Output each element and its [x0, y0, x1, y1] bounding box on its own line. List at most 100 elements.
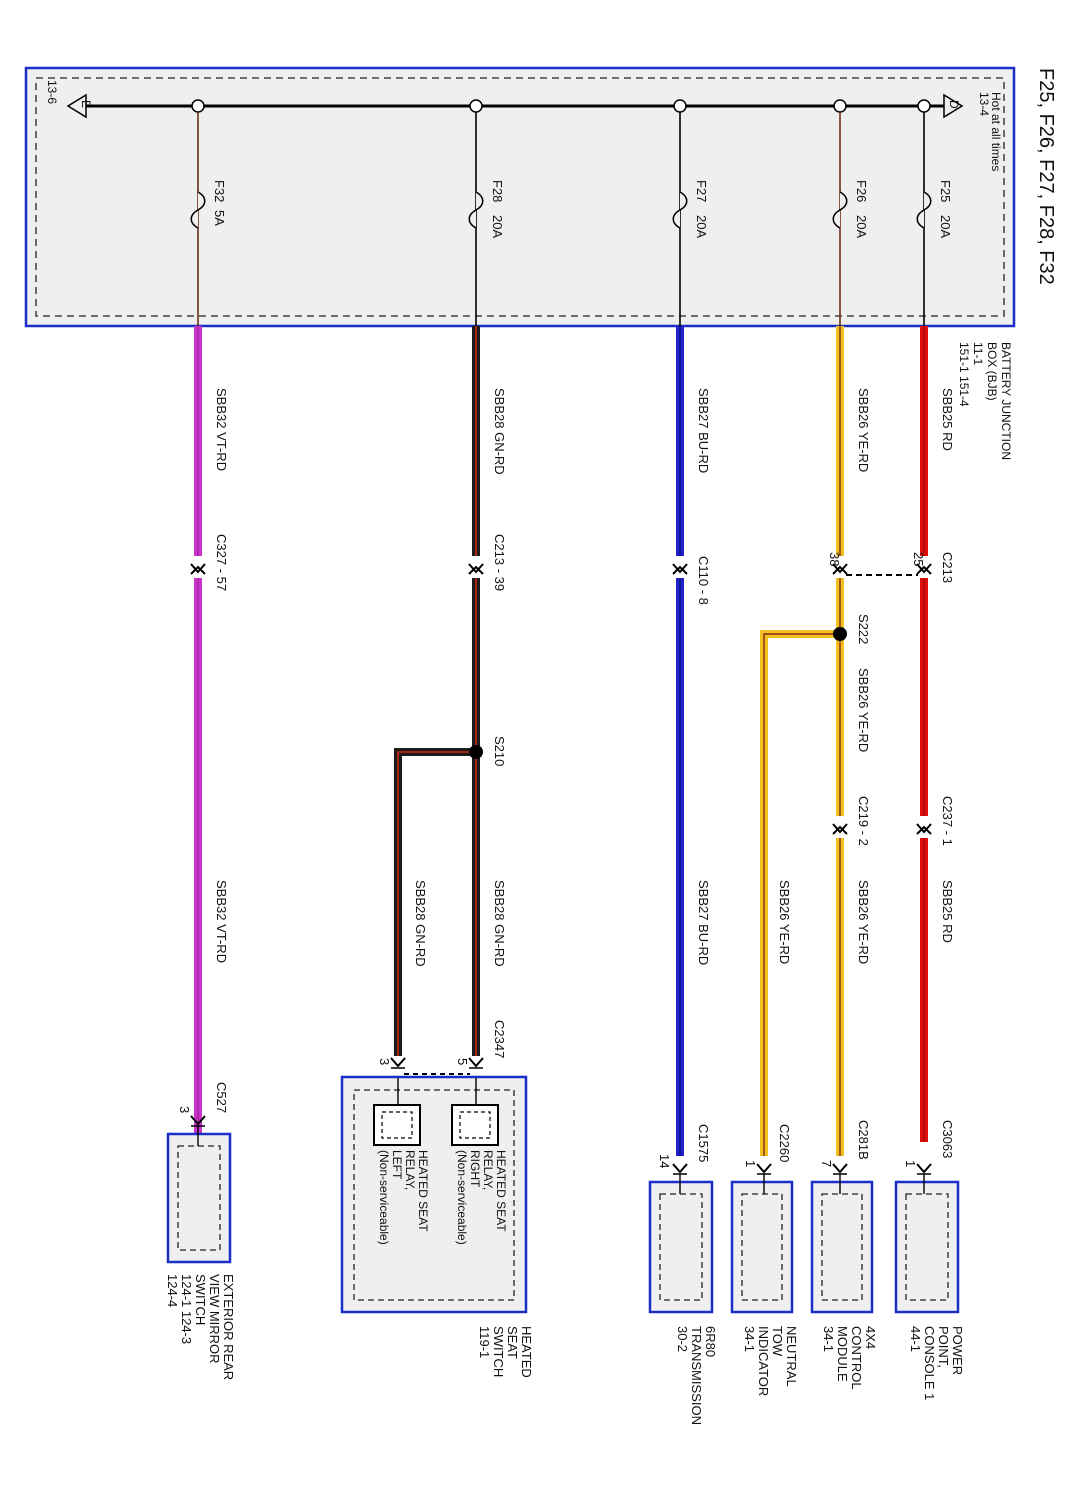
svg-text:4X4: 4X4 [863, 1326, 878, 1349]
wire-label: SBB32 VT-RD [214, 388, 229, 471]
connector-c281b-pin: 7 [819, 1160, 834, 1167]
svg-text:34-1: 34-1 [821, 1326, 836, 1352]
wire-sbb25 [920, 326, 928, 1142]
connector-c2260-pin: 1 [743, 1160, 758, 1167]
connector-c1575-pin: 14 [657, 1154, 672, 1168]
wire-sbb28 [472, 326, 480, 1056]
fuse-symbols [190, 191, 932, 229]
svg-text:(Non-serviceable): (Non-serviceable) [455, 1150, 469, 1245]
neutral-tow-indicator-label: NEUTRAL TOW INDICATOR 34-1 [742, 1326, 799, 1396]
svg-text:POINT,: POINT, [936, 1326, 951, 1368]
svg-text:RELAY,: RELAY, [481, 1150, 495, 1190]
svg-text:POWER: POWER [950, 1326, 965, 1375]
wire-label: SBB26 YE-RD [856, 880, 871, 964]
svg-text:RIGHT: RIGHT [468, 1150, 482, 1188]
fuse-f28-symbol [468, 191, 484, 229]
bjb-hot-label: Hot at all times 13-4 [977, 92, 1003, 171]
svg-text:13-4: 13-4 [977, 92, 991, 116]
svg-text:5A: 5A [212, 210, 227, 226]
svg-text:SEAT: SEAT [505, 1326, 520, 1359]
transmission-label: 6R80 TRANSMISSION 30-2 [675, 1326, 718, 1425]
fuse-f25-symbol [916, 191, 932, 229]
splice-s210-label: S210 [492, 736, 507, 766]
wire-label: SBB25 RD [940, 880, 955, 943]
svg-text:Hot at all times: Hot at all times [989, 92, 1003, 171]
heated-seat-switch-box [340, 1073, 528, 1314]
fuse-f26-symbol [832, 191, 848, 229]
fuse-f32-symbol [190, 191, 206, 229]
relay-left-box [373, 1104, 421, 1146]
connector-c2260-label: C2260 [777, 1124, 792, 1162]
svg-text:124-1 124-3: 124-1 124-3 [179, 1274, 194, 1344]
connector-c219-label: C219 - 2 [856, 796, 871, 846]
svg-text:20A: 20A [854, 215, 869, 238]
svg-text:RELAY,: RELAY, [403, 1150, 417, 1190]
fuse-f26-label: F26 20A [854, 180, 869, 238]
wire-label: SBB26 YE-RD [777, 880, 792, 964]
svg-text:F32: F32 [212, 180, 227, 202]
splice-s222-label: S222 [856, 614, 871, 644]
relay-right-label: HEATED SEAT RELAY, RIGHT (Non-serviceabl… [455, 1150, 508, 1245]
connector-c1575-label: C1575 [696, 1124, 711, 1162]
mirror-switch-label: EXTERIOR REAR VIEW MIRROR SWITCH 124-1 1… [165, 1274, 236, 1380]
svg-text:MODULE: MODULE [835, 1326, 850, 1382]
wire-label: SBB28 GN-RD [492, 880, 507, 967]
wire-sbb28-branch [394, 748, 476, 1056]
bus-letter-left: E [79, 100, 93, 108]
fuse-f28-label: F28 20A [490, 180, 505, 238]
svg-text:119-1: 119-1 [477, 1326, 492, 1358]
bjb-left-ref: 13-6 [45, 80, 59, 104]
svg-text:HEATED: HEATED [519, 1326, 534, 1378]
svg-text:20A: 20A [938, 215, 953, 238]
splice-s222 [833, 627, 847, 641]
svg-text:BOX (BJB): BOX (BJB) [985, 342, 999, 401]
connector-c2347-pin5: 5 [455, 1058, 470, 1065]
svg-text:HEATED SEAT: HEATED SEAT [494, 1150, 508, 1232]
wire-label: SBB28 GN-RD [492, 388, 507, 475]
connector-c237-label: C237 - 1 [940, 796, 955, 846]
svg-text:CONTROL: CONTROL [849, 1326, 864, 1390]
svg-text:20A: 20A [490, 215, 505, 238]
connector-c2347-label: C2347 [492, 1020, 507, 1058]
connector-c213-label: C213 [940, 552, 955, 583]
connector-c2347-pin3: 3 [377, 1058, 392, 1065]
svg-text:F25: F25 [938, 180, 953, 202]
svg-text:F28: F28 [490, 180, 505, 202]
wire-sbb27 [676, 326, 684, 1156]
fuse-f32-label: F32 5A [212, 180, 227, 226]
svg-text:TOW: TOW [770, 1326, 785, 1357]
heated-seat-switch-label: HEATED SEAT SWITCH 119-1 [477, 1326, 534, 1378]
svg-text:124-4: 124-4 [165, 1274, 180, 1307]
svg-text:44-1: 44-1 [908, 1326, 923, 1352]
connector-c3063-label: C3063 [940, 1120, 955, 1158]
svg-text:11-1: 11-1 [971, 342, 985, 365]
svg-text:CONSOLE 1: CONSOLE 1 [922, 1326, 937, 1400]
svg-text:6R80: 6R80 [703, 1326, 718, 1357]
bjb-name-label: BATTERY JUNCTION BOX (BJB) 11-1 151-1 15… [957, 342, 1013, 460]
inline-connector-marks [190, 563, 932, 835]
svg-text:SWITCH: SWITCH [491, 1326, 506, 1377]
neutral-tow-indicator-box [730, 1180, 794, 1314]
wire-label: SBB27 BU-RD [696, 388, 711, 473]
page-title: F25, F26, F27, F28, F32 [1035, 68, 1057, 285]
wire-sbb32 [194, 326, 202, 1134]
connector-c281b-label: C281B [856, 1120, 871, 1160]
wire-label: SBB25 RD [940, 388, 955, 451]
svg-text:INDICATOR: INDICATOR [756, 1326, 771, 1396]
connector-c527-pin: 3 [177, 1106, 192, 1113]
wire-sbb26 [836, 326, 844, 1156]
connector-c213-39-label: C213 - 39 [492, 534, 507, 591]
battery-junction-box [24, 66, 1016, 328]
svg-text:HEATED SEAT: HEATED SEAT [416, 1150, 430, 1232]
svg-text:151-1 151-4: 151-1 151-4 [957, 342, 971, 407]
svg-text:30-2: 30-2 [675, 1326, 690, 1352]
connector-c213-pin38: 38 [827, 552, 842, 566]
connector-c3063-pin: 1 [903, 1160, 918, 1167]
svg-text:EXTERIOR REAR: EXTERIOR REAR [221, 1274, 236, 1380]
fuse-f27-label: F27 20A [694, 180, 709, 238]
fuse-f25-label: F25 20A [938, 180, 953, 238]
power-point-console-label: POWER POINT, CONSOLE 1 44-1 [908, 1326, 965, 1400]
svg-text:F27: F27 [694, 180, 709, 202]
wire-label: SBB26 YE-RD [856, 388, 871, 472]
wire-label: SBB27 BU-RD [696, 880, 711, 965]
